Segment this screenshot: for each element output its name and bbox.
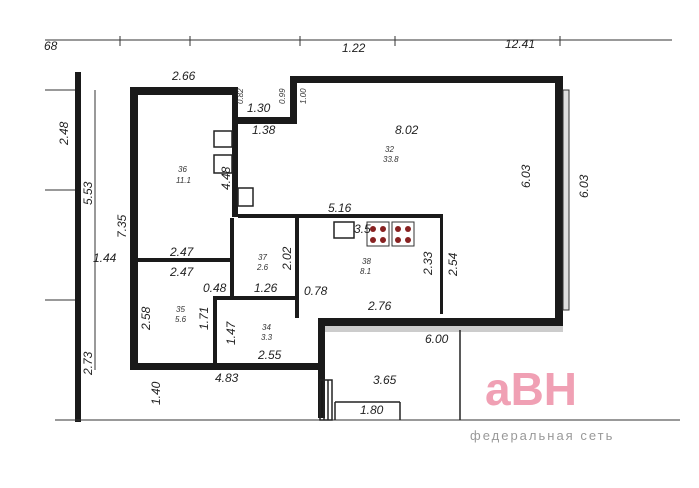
balcony-edge [325,326,563,332]
living-height-outer: 6.03 [577,174,591,198]
corridor-w1: 1.30 [247,101,271,115]
bedroom-height: 4.48 [219,166,233,190]
hall-width: 2.47 [169,265,195,279]
hall-area: 5.6 [175,315,187,324]
dim-left-6: 1.40 [149,381,163,405]
dim-top-left: 68 [44,39,58,53]
dim-top-right: 12.41 [505,37,535,51]
corridor-h2: 0.99 [278,88,287,104]
dim-left-2: 5.53 [81,181,95,205]
living-code: 32 [385,145,394,154]
dim-top-mid: 1.22 [342,41,366,55]
stair-height: 3.65 [373,373,397,387]
stair-bottom: 1.80 [360,403,384,417]
bedroom-width-bottom: 2.47 [169,245,195,259]
kitchen-area: 8.1 [360,267,371,276]
living-width: 8.02 [395,123,419,137]
dim-left-1: 2.48 [57,121,71,146]
bath-area: 2.6 [256,263,269,272]
kitchen-h1: 2.33 [421,251,435,276]
hall-h2: 1.71 [197,307,211,330]
kitchen-bottom: 2.76 [367,299,392,313]
corridor-w2: 1.38 [252,123,276,137]
bath-height: 2.02 [280,246,294,271]
kitchen-h2: 2.54 [446,252,460,277]
wc-code: 34 [262,323,271,332]
bath-width: 1.26 [254,281,278,295]
corridor-h3: 1.00 [299,88,308,104]
stairs [319,330,461,421]
bath-code: 37 [258,253,267,262]
stove-icon [366,221,415,247]
left-exterior-wall [75,72,81,422]
wc-area: 3.3 [261,333,273,342]
hall-gap: 0.48 [203,281,227,295]
living-area: 33.8 [383,155,399,164]
watermark-tagline: федеральная сеть [470,428,614,443]
watermark-logo: аВН [485,363,577,415]
wc-gap: 0.78 [304,284,328,298]
kitchen-code: 38 [362,257,371,266]
corridor-h1: 0.82 [236,88,245,104]
hall-h1: 2.58 [139,306,153,331]
dim-left-4: 2.73 [81,351,95,376]
wc-width: 2.55 [257,348,282,362]
hall-code: 35 [176,305,185,314]
bedroom-width-top: 2.66 [171,69,196,83]
bedroom-area: 11.1 [176,176,191,185]
dim-left-3: 1.44 [93,251,117,265]
bedroom-code: 36 [178,165,187,174]
kitchen-width: 5.16 [328,201,352,215]
bottom-width: 4.83 [215,371,239,385]
living-height: 6.03 [519,164,533,188]
dim-left-5: 7.35 [115,214,129,238]
window [562,89,570,311]
kitchen-niche: 3.5 [354,222,371,236]
wc-height: 1.47 [224,320,238,345]
walls [130,76,563,418]
stair-width: 6.00 [425,332,449,346]
radiator-icons [213,130,355,239]
